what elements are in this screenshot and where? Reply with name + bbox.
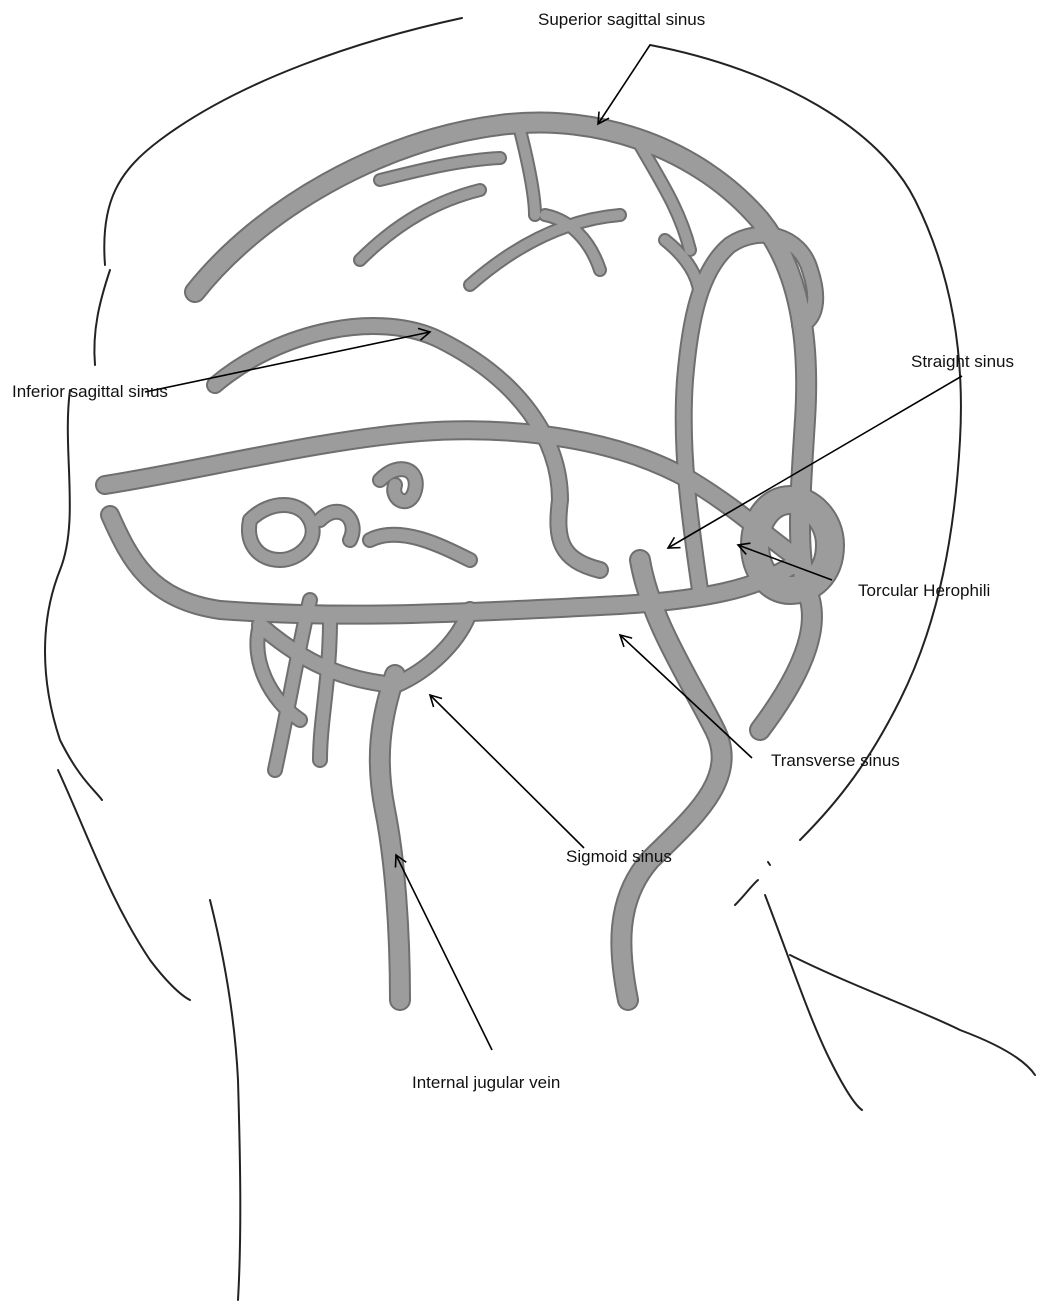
label-internal-jugular-vein: Internal jugular vein <box>412 1073 560 1093</box>
neck-front <box>210 900 240 1300</box>
head-outline-face <box>45 390 102 800</box>
label-sigmoid-sinus: Sigmoid sinus <box>566 847 672 867</box>
label-inferior-sagittal-sinus: Inferior sagittal sinus <box>12 382 168 402</box>
shoulder-line <box>790 955 1035 1075</box>
label-torcular-herophili: Torcular Herophili <box>858 581 990 601</box>
head-outline-forehead <box>94 270 110 365</box>
leader-sigmoid-sinus <box>430 695 584 848</box>
leader-internal-jugular-vein <box>396 855 492 1050</box>
venous-sinuses <box>105 122 830 1000</box>
label-transverse-sinus: Transverse sinus <box>771 751 900 771</box>
back-of-neck <box>765 895 862 1110</box>
ear-notch-dot <box>768 862 770 865</box>
head-outline-chin <box>58 770 190 1000</box>
leader-superior-sagittal-sinus <box>598 45 650 124</box>
ear-notch <box>735 880 758 905</box>
label-superior-sagittal-sinus: Superior sagittal sinus <box>538 10 705 30</box>
label-straight-sinus: Straight sinus <box>911 352 1014 372</box>
